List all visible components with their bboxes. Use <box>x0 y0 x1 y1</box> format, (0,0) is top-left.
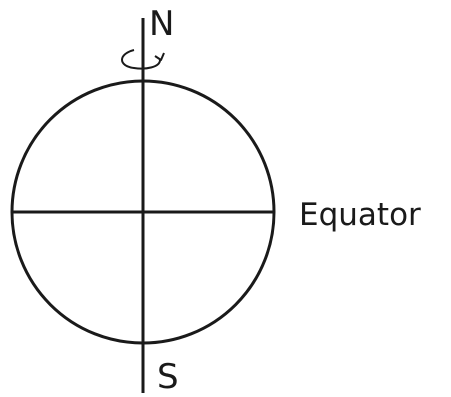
north-label: N <box>149 4 174 44</box>
south-label: S <box>157 357 179 397</box>
equator-label: Equator <box>299 197 421 233</box>
rotation-arrow-icon <box>121 49 165 70</box>
